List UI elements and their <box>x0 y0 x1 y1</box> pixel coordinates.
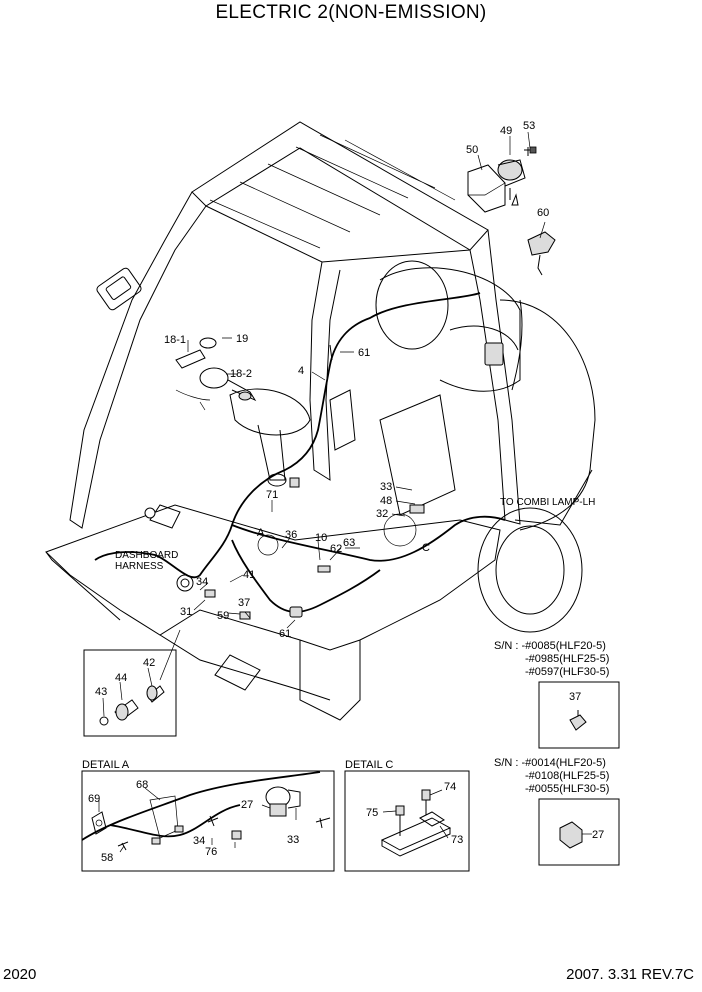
revision-date: 2007. 3.31 REV.7C <box>566 966 694 983</box>
page-number: 2020 <box>3 966 37 983</box>
callout-10: 10 <box>315 532 327 544</box>
callout-48: 48 <box>380 495 392 507</box>
callout-18-1: 18-1 <box>164 334 186 346</box>
detail-a: DETAIL A 68 69 27 34 76 58 33 <box>81 759 335 872</box>
callout-18-2: 18-2 <box>230 368 252 380</box>
detail-a-callout-33: 33 <box>287 834 299 846</box>
detail-c-callout-75: 75 <box>366 807 378 819</box>
callout-41: 41 <box>243 569 255 581</box>
callout-42: 42 <box>143 657 155 669</box>
callout-19: 19 <box>236 333 248 345</box>
detail-a-title: DETAIL A <box>82 759 130 771</box>
callout-60: 60 <box>537 207 549 219</box>
callout-33: 33 <box>380 481 392 493</box>
detail-c-callout-73: 73 <box>451 834 463 846</box>
callout-49: 49 <box>500 125 512 137</box>
page-title: ELECTRIC 2(NON-EMISSION) <box>215 2 487 23</box>
callout-C: C <box>422 542 430 554</box>
forklift-illustration <box>45 121 596 721</box>
callout-61b: 61 <box>279 628 291 640</box>
serial-note-1: S/N : -#0085(HLF20-5) -#0985(HLF25-5) -#… <box>494 640 620 749</box>
sn2-line-3: -#0055(HLF30-5) <box>525 783 609 795</box>
relay-60 <box>527 231 556 276</box>
callout-59: 59 <box>217 610 229 622</box>
detail-a-callout-76: 76 <box>205 846 217 858</box>
detail-a-callout-34: 34 <box>193 835 205 847</box>
callout-36: 36 <box>285 529 297 541</box>
callout-53: 53 <box>523 120 535 132</box>
serial-note-2: S/N : -#0014(HLF20-5) -#0108(HLF25-5) -#… <box>494 757 620 866</box>
sn2-line-1: S/N : -#0014(HLF20-5) <box>494 757 606 769</box>
callout-32: 32 <box>376 508 388 520</box>
detail-a-callout-69: 69 <box>88 793 100 805</box>
callout-A: A <box>257 527 265 539</box>
detail-a-callout-27: 27 <box>241 799 253 811</box>
callout-43: 43 <box>95 686 107 698</box>
detail-switch-box: 42 44 43 <box>83 649 177 737</box>
sn2-line-2: -#0108(HLF25-5) <box>525 770 609 782</box>
callout-63: 63 <box>343 537 355 549</box>
callout-31: 31 <box>180 606 192 618</box>
detail-a-callout-68: 68 <box>136 779 148 791</box>
callout-leaders <box>159 131 546 681</box>
detail-c: DETAIL C 74 75 73 <box>344 759 470 872</box>
callout-4: 4 <box>298 365 304 377</box>
label-dashboard: DASHBOARD <box>115 550 178 561</box>
sn2-part: 27 <box>592 829 604 841</box>
detail-c-title: DETAIL C <box>345 759 393 771</box>
combination-switch <box>175 337 257 411</box>
work-lamp-assembly <box>467 146 537 213</box>
label-harness: HARNESS <box>115 561 164 572</box>
callout-50: 50 <box>466 144 478 156</box>
detail-a-callout-58: 58 <box>101 852 113 864</box>
callout-44: 44 <box>115 672 127 684</box>
callout-61a: 61 <box>358 347 370 359</box>
detail-c-callout-74: 74 <box>444 781 456 793</box>
sn1-line-2: -#0985(HLF25-5) <box>525 653 609 665</box>
callout-37: 37 <box>238 597 250 609</box>
sn1-line-3: -#0597(HLF30-5) <box>525 666 609 678</box>
main-callouts: 49 53 50 60 18-1 19 18-2 4 61 71 33 48 3… <box>115 120 595 640</box>
sn1-part: 37 <box>569 691 581 703</box>
callout-71: 71 <box>266 489 278 501</box>
callout-34: 34 <box>196 576 208 588</box>
label-to-combi-lamp: TO COMBI LAMP-LH <box>500 497 595 508</box>
callout-62: 62 <box>330 543 342 555</box>
sn1-line-1: S/N : -#0085(HLF20-5) <box>494 640 606 652</box>
